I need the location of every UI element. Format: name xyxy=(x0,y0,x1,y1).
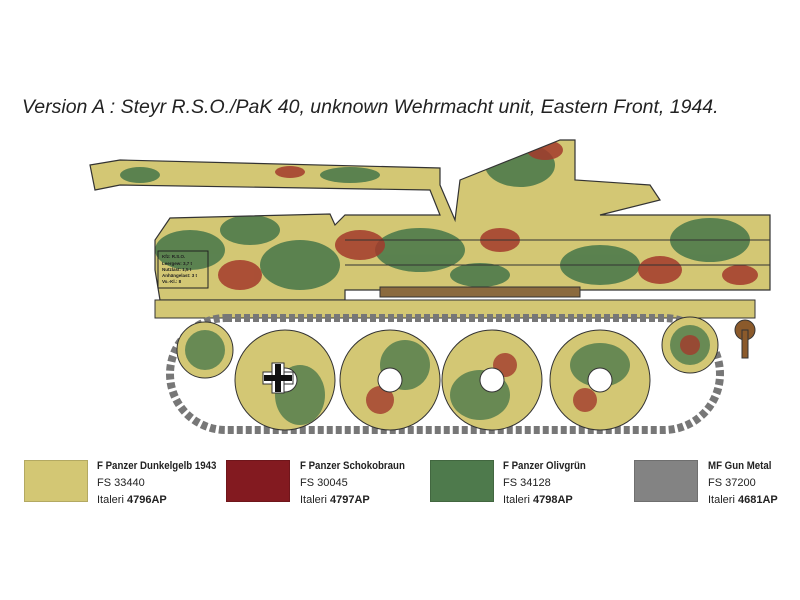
svg-text:Vo.-Kl.: 8: Vo.-Kl.: 8 xyxy=(162,279,182,284)
data-plate: Kfz: R.S.O. Leergew: 3,7 t Nutzlast: 1,5… xyxy=(157,250,209,289)
color-item-schokobraun: F Panzer Schokobraun FS 30045 Italeri 47… xyxy=(300,460,405,506)
swatch-schokobraun xyxy=(226,460,290,502)
balkenkreuz-icon xyxy=(262,362,294,394)
swatch-olivgruen xyxy=(430,460,494,502)
swatch-dunkelgelb xyxy=(24,460,88,502)
color-item-gun-metal: MF Gun Metal FS 37200 Italeri 4681AP xyxy=(708,460,778,506)
svg-text:Kfz: R.S.O.: Kfz: R.S.O. xyxy=(162,254,185,259)
svg-text:Nutzlast: 1,5 t: Nutzlast: 1,5 t xyxy=(162,267,192,272)
color-item-dunkelgelb: F Panzer Dunkelgelb 1943 FS 33440 Italer… xyxy=(97,460,217,506)
svg-text:Leergew: 3,7 t: Leergew: 3,7 t xyxy=(162,261,193,266)
tracks xyxy=(166,314,724,434)
page-title: Version A : Steyr R.S.O./PaK 40, unknown… xyxy=(22,96,719,118)
svg-text:Anhängelast: 3 t: Anhängelast: 3 t xyxy=(162,273,198,278)
color-item-olivgruen: F Panzer Olivgrün FS 34128 Italeri 4798A… xyxy=(503,460,586,506)
swatch-gun-metal xyxy=(634,460,698,502)
vehicle-body xyxy=(89,139,771,359)
